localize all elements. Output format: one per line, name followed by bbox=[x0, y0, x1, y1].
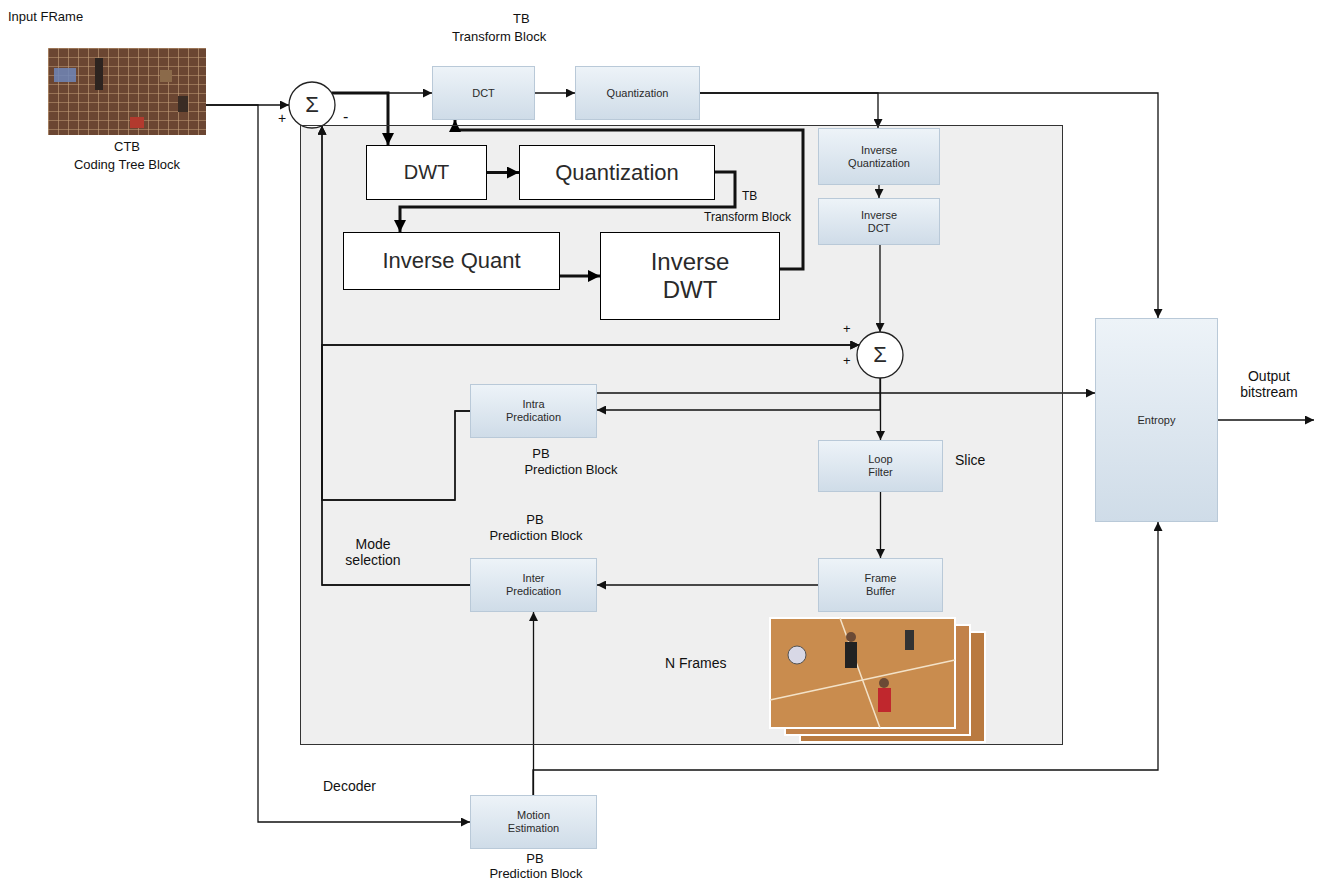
box-label: Inverse DWT bbox=[635, 248, 745, 303]
frame-spot bbox=[54, 68, 76, 82]
box-label: Quantization bbox=[555, 160, 679, 185]
summation-node: Σ bbox=[288, 81, 336, 129]
frame-spot bbox=[95, 58, 103, 90]
summation-circle bbox=[857, 332, 903, 378]
court-line bbox=[770, 618, 955, 728]
box-label: DCT bbox=[472, 87, 495, 100]
dwt-process-box: Inverse DWT bbox=[600, 232, 780, 320]
diagram-label: Output bitstream bbox=[1226, 368, 1312, 400]
diagram-label: TB bbox=[742, 190, 757, 204]
diagram-label: Transform Block bbox=[452, 30, 546, 45]
process-box: DCT bbox=[432, 66, 535, 120]
diagram-label: Transform Block bbox=[704, 211, 791, 225]
box-label: Loop Filter bbox=[861, 453, 901, 478]
player bbox=[845, 642, 857, 668]
block-caption: CTB bbox=[48, 140, 206, 155]
process-box: Inverse DCT bbox=[818, 198, 940, 245]
block-caption: Prediction Block bbox=[491, 463, 651, 478]
flow-arrow bbox=[878, 185, 879, 198]
diagram-label: - bbox=[343, 108, 348, 126]
flow-arrow bbox=[535, 92, 575, 93]
frame-spot bbox=[160, 70, 172, 82]
player bbox=[879, 678, 889, 688]
block-caption: PB bbox=[515, 513, 555, 528]
summation-node: Σ bbox=[856, 331, 904, 379]
box-label: Entropy bbox=[1138, 414, 1176, 427]
flow-arrow bbox=[322, 345, 859, 500]
diagram-label: Slice bbox=[955, 452, 985, 468]
box-label: Inverse DCT bbox=[854, 209, 904, 234]
dwt-process-box: Quantization bbox=[519, 145, 715, 200]
block-caption: Input FRame bbox=[8, 10, 128, 25]
diagram-label: N Frames bbox=[665, 655, 726, 671]
flow-arrow bbox=[533, 522, 1158, 795]
flow-arrow bbox=[322, 345, 859, 585]
flow-arrow bbox=[487, 171, 519, 174]
video-frames-image bbox=[770, 618, 985, 742]
flow-arrow bbox=[700, 93, 878, 128]
input-frame-image bbox=[48, 48, 206, 135]
block-caption: PB bbox=[521, 447, 561, 462]
process-box: PBPrediction BlockInter Predication bbox=[470, 558, 597, 612]
diagram-label: + bbox=[278, 110, 286, 126]
ball bbox=[788, 646, 806, 664]
output-arrow bbox=[1218, 419, 1314, 420]
player bbox=[905, 630, 914, 650]
player bbox=[846, 632, 856, 642]
box-label: Σ bbox=[873, 342, 887, 367]
process-box: Entropy bbox=[1095, 318, 1218, 522]
process-box: Loop Filter bbox=[818, 440, 943, 492]
flow-arrow bbox=[206, 105, 470, 822]
box-label: Σ bbox=[305, 92, 319, 117]
frame-spot bbox=[130, 117, 144, 128]
flow-arrow bbox=[880, 378, 881, 440]
block-caption: Prediction Block bbox=[456, 867, 616, 882]
decoder-ground bbox=[300, 125, 1063, 745]
box-label: Inverse Quant bbox=[382, 248, 520, 273]
process-box: Inverse Quantization bbox=[818, 128, 940, 185]
diagram-label: + bbox=[843, 322, 851, 337]
box-label: Quantization bbox=[607, 87, 669, 100]
summation-circle bbox=[289, 82, 335, 128]
block-caption: Decoder bbox=[323, 778, 413, 794]
frame-ground bbox=[48, 48, 206, 135]
flow-arrow bbox=[533, 612, 534, 795]
decoder-panel: DecoderDWTQuantizationInverse Quantizati… bbox=[300, 125, 1063, 745]
box-label: Inter Predication bbox=[499, 572, 569, 597]
dwt-process-box: Inverse Quant bbox=[343, 232, 560, 290]
box-label: Inverse Quantization bbox=[839, 144, 919, 169]
block-caption: Coding Tree Block bbox=[28, 158, 226, 173]
diagram-label: TB bbox=[513, 12, 530, 27]
flow-arrow bbox=[880, 492, 881, 558]
diagram-label: Mode selection bbox=[332, 536, 414, 568]
flow-arrow bbox=[332, 93, 388, 145]
process-box: Quantization bbox=[575, 66, 700, 120]
player bbox=[878, 688, 891, 712]
process-box: Motion EstimationPBPrediction Block bbox=[470, 795, 597, 849]
dwt-process-box: DWT bbox=[366, 145, 487, 200]
process-box: Intra PredicationPBPrediction Block bbox=[470, 384, 597, 438]
box-label: Motion Estimation bbox=[504, 809, 564, 834]
block-caption: PB bbox=[515, 852, 555, 867]
flow-arrow bbox=[879, 245, 880, 332]
flow-arrow bbox=[597, 584, 818, 585]
block-caption: Prediction Block bbox=[456, 529, 616, 544]
frame-photo bbox=[770, 618, 955, 728]
box-label: Intra Predication bbox=[499, 398, 569, 423]
frame-spot bbox=[178, 96, 188, 112]
flow-arrow bbox=[560, 275, 600, 278]
flow-arrow bbox=[597, 392, 1095, 393]
process-box: Frame Buffer bbox=[818, 558, 943, 612]
flow-arrow bbox=[597, 378, 880, 410]
input-frame: Input FRameCTBCoding Tree Block bbox=[48, 48, 206, 135]
diagram-label: + bbox=[843, 354, 851, 369]
frame-grid bbox=[48, 48, 206, 135]
box-label: DWT bbox=[404, 161, 450, 184]
box-label: Frame Buffer bbox=[858, 572, 903, 597]
